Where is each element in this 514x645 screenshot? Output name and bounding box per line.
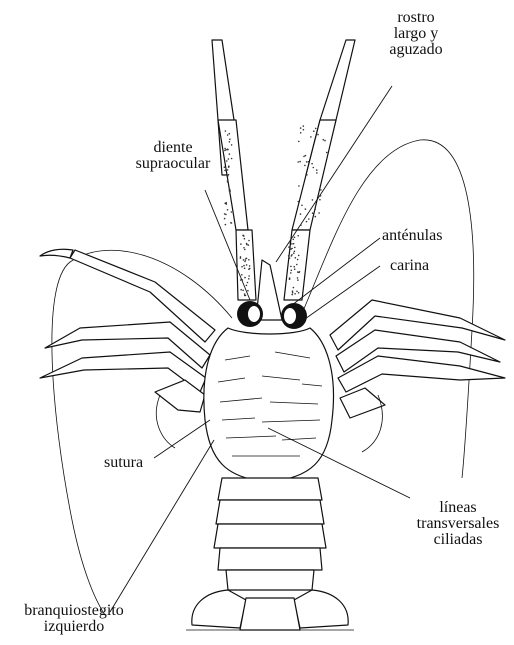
label-lineas-line1: líneas [402,500,514,516]
label-rostro: rostro largo y aguzado [376,10,456,58]
label-lineas-line2: transversales [402,516,514,532]
tail-fan [186,590,354,630]
label-rostro-line3: aguzado [376,42,456,58]
label-branquiostegito: branquiostegito izquierdo [8,603,140,635]
label-rostro-line1: rostro [376,10,456,26]
label-branquiostegito-line2: izquierdo [8,619,140,635]
label-lineas-transversales: líneas transversales ciliadas [402,500,514,548]
label-diente-line1: diente [118,140,228,156]
label-diente-line2: supraocular [118,156,228,172]
label-diente-supraocular: diente supraocular [118,140,228,172]
label-antenulas: anténulas [382,228,442,244]
label-rostro-line2: largo y [376,26,456,42]
legs-right [330,300,505,418]
label-lineas-line3: ciliadas [402,532,514,548]
antenna-left [52,250,232,615]
abdomen [214,478,326,590]
label-sutura: sutura [104,455,143,471]
antennule-stalks [212,40,355,300]
legs-left [40,249,215,412]
carapace [204,328,334,482]
label-carina: carina [390,258,429,274]
label-branquiostegito-line1: branquiostegito [8,603,140,619]
